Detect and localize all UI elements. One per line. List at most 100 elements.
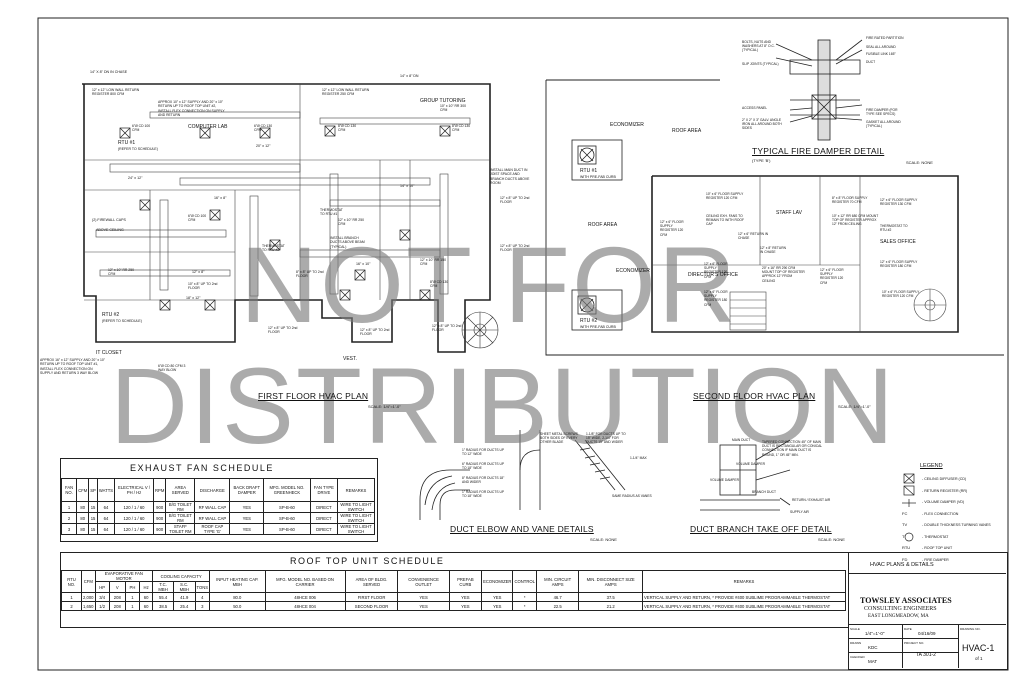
plan-notes-note: 24" x 12" [128,176,143,180]
rtu-cell: 1,650 [81,601,96,611]
exhaust-cell: 64 [96,512,116,524]
rtu-cell: 46.7 [535,592,580,602]
rtu-header-cell: EVAPORATIVE FAN MOTOR [94,570,154,582]
legend-symbol: FC [902,510,908,516]
rtu2-sublabel: WITH PRE-FAB CURB [580,325,616,329]
rtu-cell: 208 [108,601,126,611]
second-notes-note: 12" x 6" FLOOR SUPPLY REGISTER 180 CFM [880,260,918,269]
exhaust-header-cell: WATTS [96,478,116,502]
rtu-header-cell: ECONOMIZER [481,570,514,593]
checked-label: CHECKED [850,655,865,659]
drawing-no-label: DRAWING NO. [960,627,981,631]
branch-notes-note: MAIN DUCT [732,438,751,442]
plan-notes-note: APPROX 16" x 12" SUPPLY AND 20" x 10" RE… [40,358,105,375]
plan-notes-note: 12" x 8" UP TO 2nd FLOOR [432,324,462,333]
legend-symbol: RTU [902,545,911,550]
firm-subtitle: CONSULTING ENGINEERS [864,606,937,612]
plan-notes-note: 12" x 12" LOW WALL RETURN REGISTER 250 C… [322,88,370,97]
plan-notes-note: 18" x 12" [186,296,201,300]
legend-item: - VOLUME DAMPER (VD) [922,500,965,504]
exhaust-cell: DIRECT [309,523,339,535]
elbow-notes-note: 1" RADIUS FOR DUCTS UP TO 12" WIDE [462,448,504,457]
exhaust-cell: STAFF TOILET RM [165,523,196,535]
rtu-cell: 60 [139,601,154,611]
rtu-cell: 48HCE 004 [264,601,346,611]
firm-name: TOWSLEY ASSOCIATES [860,596,952,605]
branch-notes-note: SUPPLY AIR [790,510,809,514]
rtu-cell: 1 [124,601,141,611]
plan-notes-note: 20" x 12" [256,144,271,148]
rtu-header-cell: V [108,581,126,593]
rtu-header-cell: MIN. DISCONNECT SIZE AMPS [578,570,643,593]
title-block [848,552,1008,670]
drawn-label: DRAWN [850,641,862,645]
rtu1-sublabel: WITH PRE-FAB CURB [580,175,616,179]
room-roof-area-2: ROOF AREA [588,222,618,228]
rtu-header-cell: Hz [139,581,154,593]
exhaust-cell: 2 [60,512,78,524]
rtu-header-cell: CONVENIENCE OUTLET [397,570,450,593]
rtu1-plan-sublabel: (REFER TO SCHEDULE) [118,147,158,151]
exhaust-cell: 64 [96,501,116,513]
rtu1-label: RTU #1 [580,168,598,174]
rtu-header-cell: MFG. MODEL NO. BASED ON CARRIER [264,570,346,593]
rtu-cell: 22.5 [535,601,580,611]
plan-notes-note: 12" x 10" RR 150 CFM [420,258,446,267]
plan-notes-note: (2) FIREWALL CAPS [92,218,126,222]
room-sales-office: SALES OFFICE [880,239,916,245]
legend-item: - ROOF TOP UNIT [922,546,953,550]
exhaust-cell: 3 [60,523,78,535]
exhaust-header-cell: SP [88,478,98,502]
exhaust-header-cell: CFM [76,478,90,502]
exhaust-cell: 900 [153,501,167,513]
plan-notes-note: 8"Ø CD 130 CFM [452,124,471,133]
branch-notes-note: BRANCH DUCT [752,490,776,494]
exhaust-cell: SP-B-60 [263,512,311,524]
exhaust-cell: WIRE TO LIGHT SWITCH [337,512,375,524]
plan-notes-note: 16" x 8" [214,196,227,200]
elbow-notes-note: 1-1/4" MAX [630,456,647,460]
second-floor-scale: SCALE: 1/4"=1'-0" [838,404,871,409]
exhaust-fan-schedule-box [60,458,378,542]
rtu-cell: 4 [194,592,211,602]
room-economizer-2: ECONOMIZER [616,268,650,274]
plan-notes-note: 10" x 8" UP TO 2nd FLOOR [188,282,218,291]
checked-value: MAT [868,659,878,664]
elbow-notes-note: 1-1/8" FOR DUCTS UP TO 15" WIDE, 2-1/4" … [586,432,626,445]
legend-item: - FLEX CONNECTION [922,511,959,516]
plan-notes-note: 14" x 8" DN [400,74,419,78]
rtu-cell: VERTICAL SUPPLY AND RETURN, * PROVIDE #4… [642,592,846,602]
rtu-cell: 48HCE 006 [264,592,346,602]
branch-notes-note: VOLUME DAMPER [710,478,739,482]
exhaust-cell: 80 [76,523,90,535]
scale-label: SCALE [850,627,860,631]
plan-notes-note: 12" x 10" RR 250 CFM [108,268,134,277]
project-value: TA 301-2 [916,652,936,658]
elbow-notes-note: SHEET METAL SCREWS BOTH SIDES OF EVERY O… [540,432,578,445]
rtu-header-cell: HP [94,581,110,593]
exhaust-cell: DIRECT [309,501,339,513]
legend-title: LEGEND [920,463,943,469]
legend-item: - THERMOSTAT [922,534,949,539]
exhaust-cell: 120 / 1 / 60 [114,501,155,513]
plan-notes-note: 12" x 8" UP TO 2nd FLOOR [500,196,530,205]
rtu-cell: 21.2 [578,601,643,611]
rtu-cell: YES [448,601,483,611]
plan-notes-note: 12" x 10" RR 250 CFM [338,218,364,227]
rtu-cell: 1/2 [94,601,110,611]
exhaust-cell: 900 [153,512,167,524]
rtu1-plan-label: RTU #1 [118,140,136,146]
rtu-header-cell: MIN. CIRCUIT AMPS [535,570,580,593]
fd-notes-note: DUCT [866,60,876,64]
elbow-notes-note: 1" RADIUS FOR DUCTS UP TO 18" WIDE [462,490,504,499]
room-directors-office: DIRECTOR'S OFFICE [688,272,739,278]
exhaust-cell: YES [229,512,265,524]
fd-notes-note: 2" X 2" X 3" GALV. ANGLE IRON ALL AROUND… [742,118,782,131]
rtu-cell: 80.0 [209,592,266,602]
plan-notes-note: 8"Ø CD 130 CFM [430,280,449,289]
rtu-cell: 2 [60,601,83,611]
rtu-cell: 2,000 [81,592,96,602]
elbow-notes-note: SAME RADIUS AS VANES [612,494,652,498]
